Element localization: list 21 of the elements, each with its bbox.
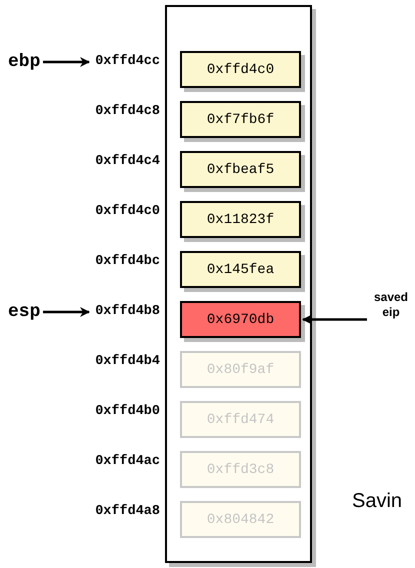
- stack-cell: 0x80f9af: [180, 351, 301, 388]
- register-label: ebp: [8, 52, 42, 72]
- memory-address: 0xffd4b0: [90, 404, 160, 420]
- memory-address: 0xffd4a8: [90, 504, 160, 520]
- memory-address: 0xffd4cc: [90, 54, 160, 70]
- memory-address: 0xffd4c8: [90, 104, 160, 120]
- memory-address: 0xffd4b8: [90, 304, 160, 320]
- heading-text: Savin: [352, 490, 402, 513]
- memory-address: 0xffd4ac: [90, 454, 160, 470]
- arrow: [43, 57, 90, 67]
- memory-address: 0xffd4c4: [90, 154, 160, 170]
- memory-address: 0xffd4bc: [90, 254, 160, 270]
- memory-address: 0xffd4c0: [90, 204, 160, 220]
- register-label: esp: [8, 302, 42, 322]
- annotation-label: saved eip: [368, 290, 414, 324]
- arrow: [302, 314, 367, 324]
- memory-address: 0xffd4b4: [90, 354, 160, 370]
- arrow: [43, 307, 90, 317]
- stack-cell: 0xffd3c8: [180, 451, 301, 488]
- stack-cell: 0xffd474: [180, 401, 301, 438]
- stack-cell: 0x804842: [180, 501, 301, 538]
